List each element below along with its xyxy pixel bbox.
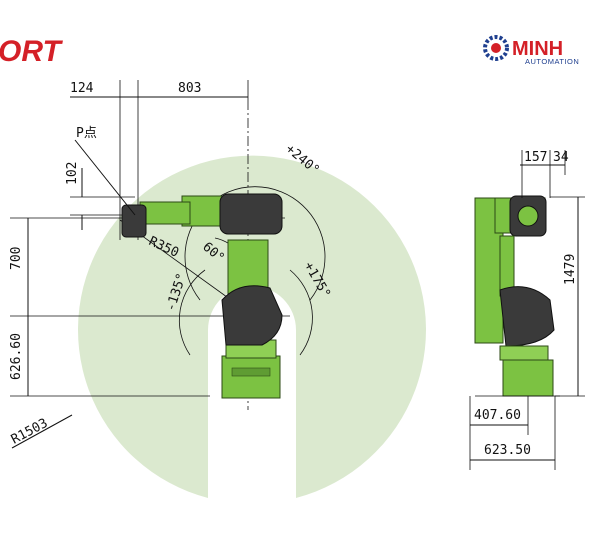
brand-name: MINH	[512, 38, 563, 60]
dim-623: 623.50	[484, 443, 531, 458]
dim-700: 700	[9, 247, 24, 270]
robot-side-view	[474, 195, 560, 397]
side-dimension-lines	[469, 150, 585, 470]
front-dimension-lines	[11, 96, 248, 449]
brand-sub: AUTOMATION	[525, 57, 579, 66]
dim-1479: 1479	[563, 254, 578, 285]
dim-34: 34	[553, 150, 569, 165]
dim-102: 102	[65, 162, 80, 185]
robot-elbow-cover	[219, 193, 283, 235]
gear-icon	[483, 35, 509, 61]
robot-front-view	[121, 193, 283, 399]
side-shoulder-cover	[499, 286, 555, 347]
side-base	[502, 359, 554, 397]
dim-626: 626.60	[9, 333, 24, 380]
robot-base	[221, 355, 281, 399]
robot-forearm	[139, 201, 191, 225]
dim-157: 157	[524, 150, 547, 165]
brand-left-logo: ORT	[0, 35, 63, 68]
robot-shoulder-cover	[221, 285, 283, 346]
dim-407: 407.60	[474, 408, 521, 423]
minh-automation-logo: MINH AUTOMATION	[483, 35, 579, 66]
robot-wrist	[121, 204, 147, 238]
label-r1503: R1503	[9, 416, 51, 448]
dim-803: 803	[178, 81, 201, 96]
p-point-label: P点	[76, 126, 97, 141]
workspace-envelope	[77, 155, 426, 498]
dim-124: 124	[70, 81, 94, 96]
